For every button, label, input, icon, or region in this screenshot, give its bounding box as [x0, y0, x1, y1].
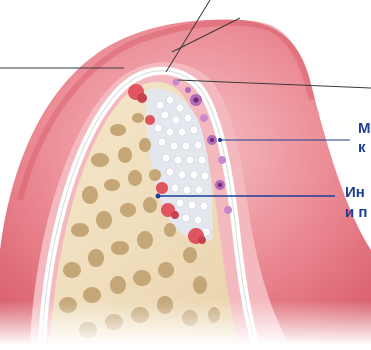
infiltrate-label-line1: Ин [345, 185, 365, 201]
bottom-fade [0, 300, 371, 345]
infiltrate-label-line2: и п [345, 205, 367, 221]
macrophages-label-line2: к [358, 140, 366, 156]
macrophages-label-line1: М [358, 121, 371, 137]
